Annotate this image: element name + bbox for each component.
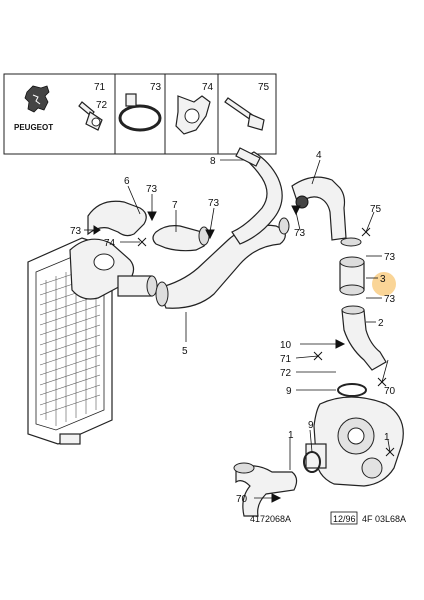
label-9-b: 9 bbox=[308, 420, 314, 431]
bracket-clamp-74-icon bbox=[175, 95, 211, 135]
turbocharger bbox=[305, 396, 404, 487]
header-label-75: 75 bbox=[258, 82, 270, 93]
bolt-71-icon bbox=[78, 101, 103, 131]
hose-8 bbox=[231, 151, 283, 245]
label-73-d: 73 bbox=[294, 228, 306, 239]
label-1-b: 1 bbox=[384, 432, 390, 443]
label-8: 8 bbox=[210, 156, 216, 167]
label-9-a: 9 bbox=[286, 386, 292, 397]
seal-9-upper bbox=[337, 383, 367, 397]
intercooler-radiator bbox=[27, 237, 158, 445]
label-7: 7 bbox=[172, 200, 178, 211]
peugeot-lion-logo bbox=[24, 85, 50, 113]
footer-code: 4F 03L68A bbox=[362, 514, 406, 524]
pipe-7 bbox=[152, 225, 208, 252]
label-73-e: 73 bbox=[384, 252, 396, 263]
header-label-71: 71 bbox=[94, 82, 106, 93]
label-2: 2 bbox=[378, 318, 384, 329]
label-71: 71 bbox=[280, 354, 292, 365]
parts-header-box: PEUGEOT bbox=[3, 73, 277, 155]
label-73-f: 73 bbox=[384, 294, 396, 305]
label-6: 6 bbox=[124, 176, 130, 187]
label-4: 4 bbox=[316, 150, 322, 161]
header-label-74: 74 bbox=[202, 82, 214, 93]
label-75: 75 bbox=[370, 204, 382, 215]
hose-5 bbox=[157, 224, 286, 309]
footer-date: 12/96 bbox=[333, 514, 356, 524]
label-10: 10 bbox=[280, 340, 292, 351]
header-label-72: 72 bbox=[96, 100, 108, 111]
label-70-b: 70 bbox=[236, 494, 248, 505]
label-72: 72 bbox=[280, 368, 292, 379]
label-70-a: 70 bbox=[384, 386, 396, 397]
brand-text: PEUGEOT bbox=[14, 123, 53, 132]
bolt-75-icon bbox=[224, 97, 265, 131]
hose-clamp-73-icon bbox=[118, 93, 162, 132]
label-73-a: 73 bbox=[146, 184, 158, 195]
header-label-73: 73 bbox=[150, 82, 162, 93]
footer-ref: 4172068A bbox=[250, 514, 291, 524]
label-1-a: 1 bbox=[288, 430, 294, 441]
elbow-pipe-4 bbox=[291, 176, 347, 241]
label-73-b: 73 bbox=[208, 198, 220, 209]
pipe-1-lower bbox=[235, 465, 298, 517]
label-74: 74 bbox=[104, 238, 116, 249]
hose-6 bbox=[87, 200, 147, 237]
label-5: 5 bbox=[182, 346, 188, 357]
label-73-c: 73 bbox=[70, 226, 82, 237]
label-3: 3 bbox=[380, 274, 386, 285]
pipe-2 bbox=[341, 309, 387, 371]
footer-date-box bbox=[330, 511, 358, 525]
